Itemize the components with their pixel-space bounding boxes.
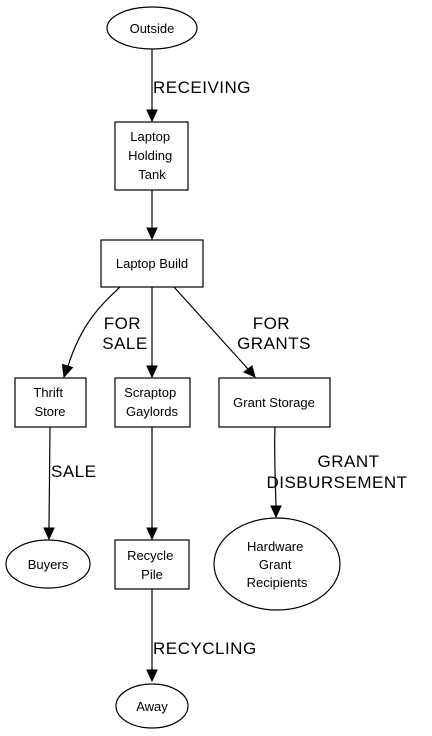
edge-holding-tank-to-laptop-build	[146, 190, 158, 241]
edge-label-recycling: RECYCLING	[153, 639, 257, 658]
edge-thrift-store-to-buyers	[43, 426, 55, 541]
node-grant-storage: Grant Storage	[218, 377, 331, 428]
edge-label-sale: SALE	[51, 462, 96, 481]
edge-label-for-grants: FOR GRANTS	[237, 314, 311, 353]
node-recycle-pile: Recycle Pile	[114, 539, 190, 590]
node-scraptop-gaylords: Scraptop Gaylords	[114, 377, 191, 428]
nodes: Outside Laptop Holding Tank Laptop Build…	[5, 6, 341, 729]
svg-text:Away: Away	[136, 699, 168, 714]
edge-recycle-pile-to-away	[146, 589, 158, 683]
node-outside: Outside	[106, 6, 198, 50]
node-laptop-holding-tank: Laptop Holding Tank	[114, 121, 189, 191]
edge-grant-storage-to-recipients	[270, 426, 282, 519]
svg-text:Thrift Store: Thrift Store	[33, 385, 66, 419]
edge-laptop-build-to-grant-storage	[173, 286, 256, 378]
node-thrift-store: Thrift Store	[14, 377, 87, 428]
edge-outside-to-holding-tank	[146, 49, 158, 123]
node-away: Away	[115, 683, 189, 729]
svg-text:Laptop Build: Laptop Build	[116, 256, 188, 271]
edge-laptop-build-to-thrift-store	[61, 286, 121, 379]
svg-text:Outside: Outside	[130, 21, 175, 36]
svg-text:Recycle Pile: Recycle Pile	[127, 548, 177, 582]
svg-text:Buyers: Buyers	[28, 557, 69, 572]
edge-laptop-build-to-scraptop	[146, 287, 158, 379]
edge-labels: RECEIVING FOR SALE FOR GRANTS SALE GRANT…	[51, 78, 407, 658]
svg-text:Scraptop Gaylords: Scraptop Gaylords	[124, 385, 180, 419]
node-laptop-build: Laptop Build	[100, 239, 204, 288]
edge-label-for-sale: FOR SALE	[102, 314, 147, 353]
edge-scraptop-to-recycle-pile	[146, 427, 158, 541]
edge-label-grant-disbursement: GRANT DISBURSEMENT	[266, 452, 407, 492]
edges	[43, 49, 282, 683]
node-hardware-grant-recipients: Hardware Grant Recipients	[213, 517, 341, 611]
svg-text:Grant Storage: Grant Storage	[233, 395, 315, 410]
edge-label-receiving: RECEIVING	[153, 78, 251, 97]
node-buyers: Buyers	[5, 539, 91, 589]
svg-text:Hardware Grant: Hardware Grant Recipients	[247, 539, 308, 590]
svg-text:Laptop Holding: Laptop Holding Tank	[128, 129, 176, 182]
